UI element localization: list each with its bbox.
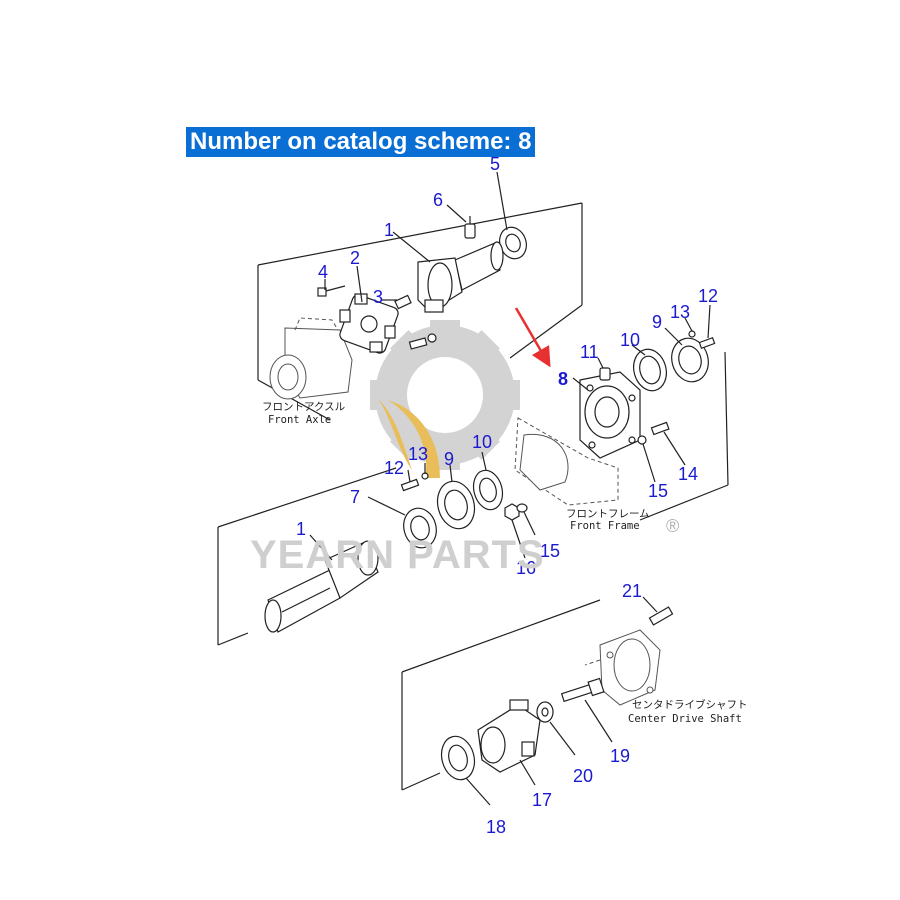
flame-icon — [378, 398, 440, 478]
bottom-assembly: センタドライブシャフト Center Drive Shaft 21 — [401, 581, 748, 837]
front-frame: フロントフレーム Front Frame — [514, 417, 650, 532]
part-9-seal — [671, 337, 709, 383]
watermark-text: YEARN PARTS — [250, 533, 545, 577]
registered-mark: ® — [666, 516, 679, 536]
front-axle-housing — [269, 317, 353, 400]
callout-18: 18 — [486, 817, 506, 837]
front-axle-caption-en: Front Axle — [268, 414, 331, 426]
callout-mid-15: 15 — [540, 541, 560, 561]
callout-17: 17 — [532, 790, 552, 810]
front-axle-caption-jp: フロントアクスル — [262, 401, 345, 413]
callout-1: 1 — [384, 220, 394, 240]
callout-4: 4 — [318, 262, 328, 282]
callout-6: 6 — [433, 190, 443, 210]
part-1-shaft — [264, 540, 379, 633]
front-frame-caption-en: Front Frame — [570, 520, 640, 532]
center-drive-caption-jp: センタドライブシャフト — [632, 698, 748, 711]
callout-mid-12: 12 — [384, 458, 404, 478]
callout-mid-10: 10 — [472, 432, 492, 452]
center-drive-shaft — [584, 629, 661, 706]
middle-assembly: 13 12 9 10 7 1 15 16 — [217, 432, 560, 646]
pointer-arrow — [514, 307, 551, 368]
callout-16: 16 — [516, 558, 536, 578]
top-assembly: 5 6 1 4 2 3 フロントアクスル Front Axle — [257, 154, 583, 426]
part-10-mid-bearing — [472, 469, 504, 511]
callout-mid-13: 13 — [408, 444, 428, 464]
callout-11: 11 — [580, 342, 599, 362]
callout-15: 15 — [648, 481, 668, 501]
part-18-seal — [440, 735, 476, 781]
callout-12: 12 — [698, 286, 718, 306]
callout-20: 20 — [573, 766, 593, 786]
callout-5: 5 — [490, 154, 500, 174]
part-9-mid-seal — [436, 480, 476, 530]
right-assembly: 12 13 9 10 11 8 14 15 — [514, 286, 729, 521]
gear-icon — [370, 320, 520, 470]
callout-21: 21 — [622, 581, 642, 601]
callout-7: 7 — [350, 487, 360, 507]
callout-mid-1: 1 — [296, 519, 306, 539]
callout-2: 2 — [350, 248, 360, 268]
callout-9: 9 — [652, 312, 662, 332]
callout-14: 14 — [678, 464, 698, 484]
part-6-fitting — [464, 216, 476, 239]
callout-8: 8 — [558, 369, 568, 389]
part-5-seal — [499, 226, 527, 260]
part-10-bearing — [633, 348, 667, 392]
front-frame-caption-jp: フロントフレーム — [566, 508, 650, 520]
callout-3: 3 — [373, 287, 383, 307]
callout-10: 10 — [620, 330, 640, 350]
part-19-bolt — [560, 677, 605, 703]
part-1-yoke-shaft — [417, 241, 504, 313]
callout-13: 13 — [670, 302, 690, 322]
part-3-nipple — [394, 294, 412, 310]
callout-19: 19 — [610, 746, 630, 766]
part-2-spider — [339, 293, 399, 354]
part-17-yoke — [477, 699, 541, 773]
catalog-number-banner: Number on catalog scheme: 8 — [186, 127, 536, 157]
center-drive-caption-en: Center Drive Shaft — [628, 713, 742, 725]
callout-mid-9: 9 — [444, 449, 454, 469]
part-7-seal — [403, 507, 437, 549]
watermark-logo — [370, 320, 520, 478]
part-8-housing — [579, 371, 641, 459]
part-4-bolt — [317, 285, 346, 297]
